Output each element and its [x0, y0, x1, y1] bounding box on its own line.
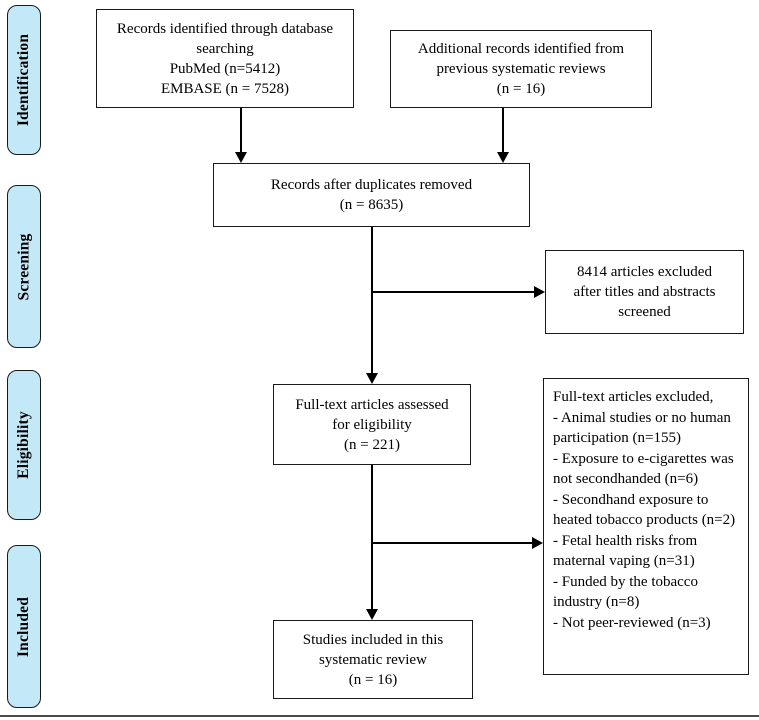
arrow-db-to-duplicates: [240, 108, 242, 153]
box-line: PubMed (n=5412): [169, 60, 281, 77]
stage-included: Included: [7, 545, 41, 708]
stage-included-label: Included: [15, 596, 32, 657]
box-articles-excluded-screening: 8414 articles excluded after titles and …: [545, 250, 744, 334]
box-title: Full-text articles excluded,: [553, 389, 714, 405]
arrow-duplicates-to-fulltext: [371, 227, 373, 374]
excluded-reason: - Secondhand exposure to heated tobacco …: [553, 491, 736, 529]
arrowhead-down-icon: [497, 152, 509, 163]
box-additional-records: Additional records identified from previ…: [390, 30, 652, 108]
excluded-reason: - Funded by the tobacco industry (n=8): [553, 573, 698, 611]
box-line: (n = 221): [344, 436, 400, 453]
stage-identification-label: Identification: [15, 33, 33, 127]
box-line: Records after duplicates removed: [270, 177, 473, 193]
stage-screening: Screening: [7, 185, 41, 348]
excluded-reason: - Animal studies or no human participati…: [553, 409, 731, 447]
arrow-fulltext-to-included: [371, 465, 373, 610]
box-line: screened: [618, 304, 671, 320]
box-line: systematic review: [319, 651, 427, 668]
box-line: Studies included in this: [302, 631, 444, 648]
box-line: previous systematic reviews: [436, 61, 606, 77]
stage-identification: Identification: [7, 5, 41, 155]
stage-eligibility-label: Eligibility: [15, 411, 33, 479]
box-studies-included: Studies included in this systematic revi…: [273, 620, 473, 699]
stage-screening-label: Screening: [15, 233, 32, 300]
arrowhead-down-icon: [366, 609, 378, 620]
box-line: searching: [196, 40, 254, 57]
box-line: (n = 16): [348, 671, 398, 688]
box-records-after-duplicates: Records after duplicates removed (n = 86…: [213, 163, 530, 227]
excluded-reason: - Not peer-reviewed (n=3): [553, 614, 711, 631]
box-line: Additional records identified from: [417, 41, 625, 57]
arrowhead-right-icon: [534, 286, 545, 298]
arrowhead-right-icon: [532, 537, 543, 549]
box-records-identified-db: Records identified through database sear…: [96, 9, 354, 108]
box-line: (n = 8635): [339, 197, 404, 213]
box-line: for eligibility: [332, 416, 412, 433]
box-line: 8414 articles excluded: [577, 264, 712, 280]
arrow-to-screening-excluded: [372, 291, 534, 293]
box-line: Records identified through database: [116, 20, 334, 37]
excluded-reason: - Fetal health risks from maternal vapin…: [553, 532, 698, 570]
excluded-reason: - Exposure to e-cigarettes was not secon…: [553, 450, 734, 488]
figure-bottom-border: [0, 715, 759, 717]
box-fulltext-excluded: Full-text articles excluded, - Animal st…: [543, 378, 749, 675]
box-fulltext-assessed: Full-text articles assessed for eligibil…: [273, 384, 471, 465]
arrow-additional-to-duplicates: [502, 108, 504, 153]
box-line: Full-text articles assessed: [295, 396, 449, 413]
arrowhead-down-icon: [366, 373, 378, 384]
box-line: (n = 16): [496, 81, 546, 97]
stage-eligibility: Eligibility: [7, 370, 41, 520]
box-line: after titles and abstracts: [573, 284, 716, 300]
arrowhead-down-icon: [235, 152, 247, 163]
arrow-to-fulltext-excluded: [372, 542, 532, 544]
box-line: EMBASE (n = 7528): [160, 80, 290, 97]
